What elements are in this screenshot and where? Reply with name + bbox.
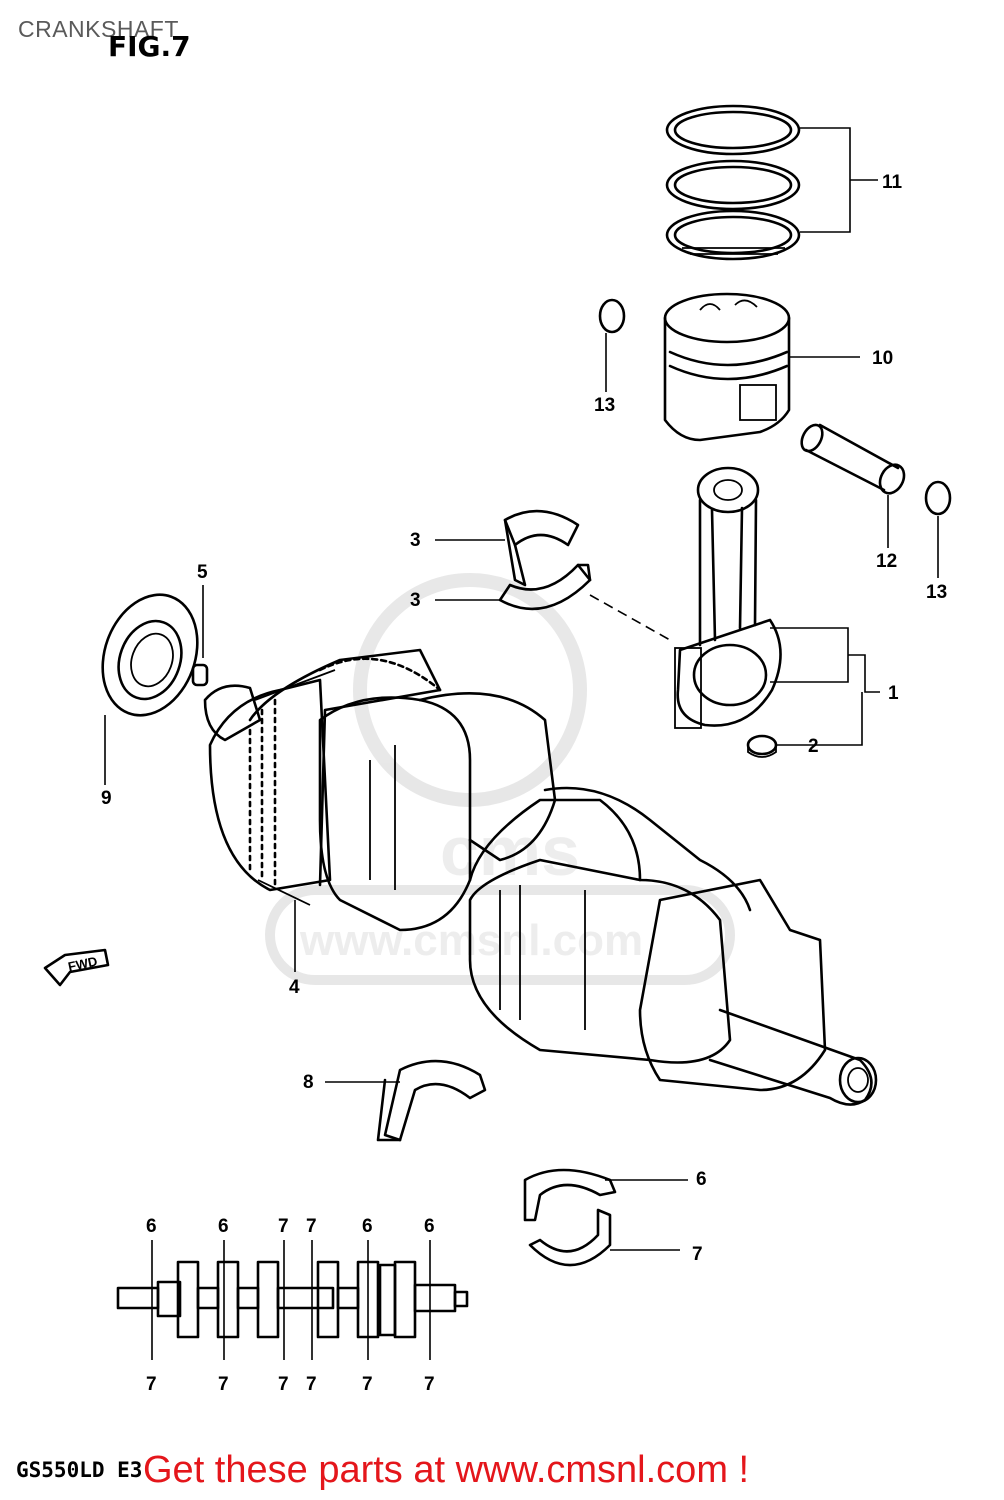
figure-label: FIG.7	[108, 30, 191, 63]
callout-2: 2	[808, 736, 819, 757]
model-code: GS550LD E3	[16, 1458, 143, 1482]
schematic-bottom-label: 7	[306, 1374, 317, 1395]
main-bearing-upper	[523, 1168, 617, 1222]
schematic-bottom-label: 7	[362, 1374, 373, 1395]
schematic-top-label: 6	[218, 1216, 229, 1237]
conrod-bearing-upper	[503, 509, 580, 587]
callout-13-upper: 13	[594, 395, 615, 416]
callout-3-lower: 3	[410, 590, 421, 611]
schematic-top-label: 7	[278, 1216, 289, 1237]
callout-4: 4	[289, 977, 300, 998]
connecting-rod-nut	[746, 734, 778, 758]
schematic-bottom-label: 7	[146, 1374, 157, 1395]
callout-5: 5	[197, 562, 208, 583]
thrust-bearing	[376, 1059, 487, 1142]
callout-13-right: 13	[926, 582, 947, 603]
schematic-bottom-label: 7	[424, 1374, 435, 1395]
callout-12: 12	[876, 551, 897, 572]
piston-pin-circlip-right	[924, 480, 952, 516]
callout-1: 1	[888, 683, 899, 704]
watermark-brand: cms	[440, 812, 580, 890]
fwd-label: FWD	[67, 954, 99, 975]
connecting-rod	[674, 466, 782, 729]
fwd-arrow-icon: FWD	[43, 948, 110, 987]
schematic-top-label: 6	[362, 1216, 373, 1237]
conrod-bearing-lower	[498, 563, 592, 611]
callout-11: 11	[882, 172, 903, 193]
piston-pin-circlip-left	[598, 298, 626, 334]
callout-3-upper: 3	[410, 530, 421, 551]
callout-9: 9	[101, 788, 112, 809]
schematic-top-label: 6	[146, 1216, 157, 1237]
schematic-top-label: 7	[306, 1216, 317, 1237]
main-bearing-lower	[528, 1208, 612, 1267]
callout-8: 8	[303, 1072, 314, 1093]
callout-6: 6	[696, 1169, 707, 1190]
schematic-top-label: 6	[424, 1216, 435, 1237]
crankshaft	[203, 648, 878, 1106]
schematic-bottom-label: 7	[218, 1374, 229, 1395]
oil-seal	[101, 593, 199, 717]
promo-link[interactable]: Get these parts at www.cmsnl.com !	[143, 1449, 750, 1491]
callout-7: 7	[692, 1244, 703, 1265]
piston-pin	[800, 423, 906, 495]
piston	[663, 292, 791, 442]
callout-10: 10	[872, 348, 893, 369]
dowel-pin	[191, 663, 209, 687]
crankshaft-schematic	[116, 1240, 469, 1360]
schematic-bottom-label: 7	[278, 1374, 289, 1395]
page-title: CRANKSHAFT	[18, 16, 179, 42]
piston-rings	[665, 104, 801, 261]
